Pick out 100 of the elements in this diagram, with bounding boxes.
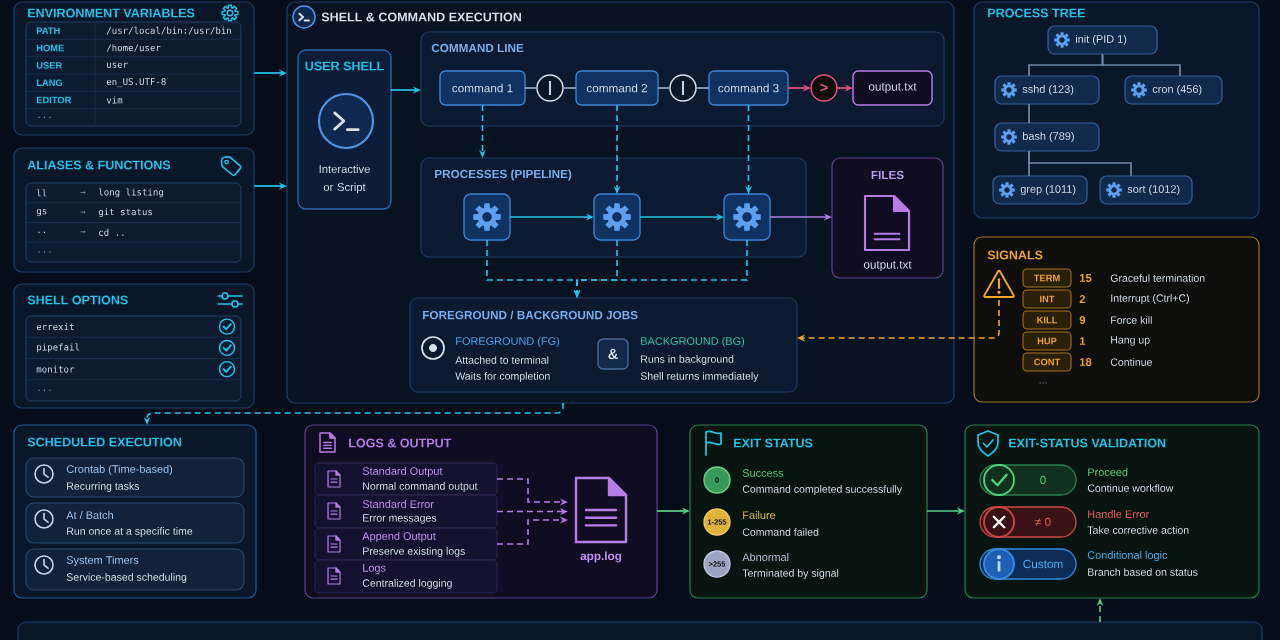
variable-value: user (107, 62, 128, 68)
connector-line (562, 87, 577, 89)
job-description: Attached to terminal (455, 356, 549, 364)
process-box: init (PID 1) (1047, 25, 1158, 55)
connector-line (695, 87, 710, 89)
option-name: pipefail (37, 343, 80, 353)
status-description: Command completed successfully (742, 485, 903, 495)
arrow-symbol: → (80, 230, 86, 234)
signal-badge: TERM (1022, 268, 1072, 288)
item-title: System Timers (66, 555, 139, 567)
status-title: Conditional logic (1087, 550, 1168, 562)
variable-value: vim (106, 96, 123, 104)
item-title: Standard Output (362, 466, 443, 478)
section-title: USER SHELL (305, 61, 384, 71)
variable-name: PATH (36, 27, 60, 34)
signal-description: Interrupt (Ctrl+C) (1111, 294, 1189, 304)
panel-title: ALIASES & FUNCTIONS (27, 160, 171, 170)
signal-number: 9 (1079, 316, 1086, 324)
option-name: monitor (36, 365, 75, 373)
ampersand-badge: & (597, 338, 629, 370)
description: Interactive or Script (319, 164, 370, 194)
signal-badge: INT (1022, 289, 1072, 309)
alias-name: gs (36, 209, 47, 217)
file-box: output.txt (852, 70, 933, 106)
item-title: Append Output (362, 531, 436, 543)
command-box: command 1 (439, 70, 526, 106)
panel-title: PROCESS TREE (988, 8, 1085, 18)
panel-title: SHELL OPTIONS (27, 295, 128, 305)
variable-name: LANG (36, 79, 63, 86)
section-title: FILES (871, 170, 904, 180)
process-box: cron (456) (1124, 75, 1223, 105)
ellipsis: ... (38, 389, 51, 392)
alias-command: git status (98, 208, 152, 218)
variable-name: USER (36, 62, 62, 69)
process-box: grep (1011) (992, 175, 1088, 205)
variable-name: EDITOR (36, 96, 72, 104)
item-description: Recurring tasks (67, 482, 140, 492)
process-box: bash (789) (994, 122, 1100, 152)
item-title: At / Batch (66, 511, 113, 519)
signal-description: Hang up (1111, 336, 1150, 346)
item-description: Normal command output (363, 482, 478, 492)
item-title: Logs (363, 564, 386, 574)
signal-description: Force kill (1111, 316, 1152, 324)
status-description: Continue workflow (1087, 484, 1174, 492)
process-box: sort (1012) (1099, 175, 1193, 205)
panel-title: SIGNALS (987, 250, 1043, 260)
section-title: PROCESSES (PIPELINE) (435, 169, 572, 181)
job-description: Runs in background (641, 355, 734, 365)
panel-title: SCHEDULED EXECUTION (27, 437, 181, 447)
arrow-symbol: → (80, 210, 86, 214)
panel (17, 621, 1263, 640)
signal-description: Graceful termination (1110, 274, 1205, 282)
panel-title: EXIT-STATUS VALIDATION (1009, 438, 1166, 448)
job-description: Shell returns immediately (640, 372, 759, 382)
item-description: Centralized logging (362, 579, 452, 589)
signal-number: 15 (1080, 274, 1092, 282)
status-title: Success (742, 469, 784, 477)
connector-line (1028, 150, 1132, 177)
job-title: FOREGROUND (FG) (456, 336, 560, 348)
panel-title: EXIT STATUS (734, 438, 813, 448)
ellipsis: ... (38, 116, 51, 118)
command-box: command 2 (575, 70, 659, 106)
signal-description: Continue (1110, 358, 1152, 366)
status-description: Branch based on status (1088, 568, 1198, 576)
status-description: Command failed (742, 528, 819, 536)
file-name: output.txt (863, 261, 912, 271)
connector-line (1028, 103, 1030, 124)
item-description: Run once at a specific time (67, 527, 193, 537)
ellipsis: ... (1039, 382, 1047, 384)
alias-name: .. (38, 231, 45, 234)
item-title: Crontab (Time-based) (66, 464, 173, 476)
section-title: FOREGROUND / BACKGROUND JOBS (423, 310, 638, 320)
item-description: Error messages (363, 514, 437, 524)
item-description: Preserve existing logs (363, 547, 465, 557)
status-title: Failure (743, 511, 776, 519)
status-title: Abnormal (742, 553, 789, 561)
job-description: Waits for completion (455, 372, 550, 382)
panel-title: ENVIRONMENT VARIABLES (28, 8, 195, 18)
signal-number: 18 (1080, 358, 1092, 366)
variable-value: /usr/local/bin:/usr/bin (106, 26, 231, 35)
signal-number: 2 (1079, 295, 1086, 303)
alias-command: cd .. (99, 228, 124, 236)
panel-title: LOGS & OUTPUT (349, 438, 452, 448)
file-name: app.log (580, 551, 622, 563)
process-box: sshd (123) (994, 75, 1100, 105)
connector-line (524, 87, 538, 89)
option-name: errexit (36, 323, 74, 331)
status-description: Terminated by signal (742, 569, 839, 579)
item-description: Service-based scheduling (66, 573, 187, 583)
connector-line (1101, 53, 1181, 77)
signal-number: 1 (1080, 337, 1086, 345)
signal-badge: HUP (1022, 331, 1072, 351)
variable-value: en_US.UTF-8 (106, 78, 166, 88)
status-title: Proceed (1088, 468, 1128, 476)
section-title: COMMAND LINE (431, 43, 524, 53)
variable-name: HOME (36, 44, 64, 52)
signal-badge: KILL (1022, 310, 1072, 330)
panel-title: SHELL & COMMAND EXECUTION (321, 12, 521, 22)
alias-name: ll (37, 189, 47, 197)
command-box: command 3 (708, 70, 789, 106)
